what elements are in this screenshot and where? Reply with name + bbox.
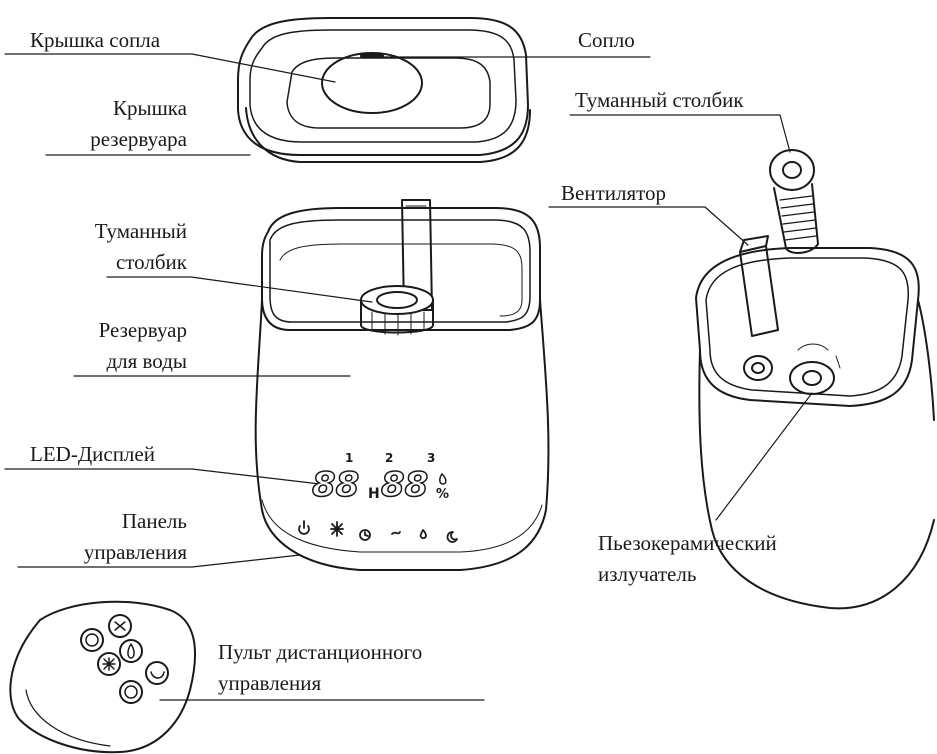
label-piezo-1: Пьезокерамический: [598, 530, 777, 556]
display-mode-letter: H: [368, 486, 380, 502]
label-mist-column-right: Туманный столбик: [575, 87, 744, 113]
mist-column-part: [770, 150, 818, 253]
sleep-icon: [447, 532, 457, 542]
label-mist-column-left-2: столбик: [116, 249, 187, 275]
label-control-panel-2: управления: [84, 539, 187, 565]
tank-cover: [238, 18, 530, 162]
remote-fan-button: [109, 615, 131, 637]
led-display: 88 H 88 % 1 2 3: [312, 451, 449, 505]
label-water-tank-2: для воды: [106, 348, 187, 374]
label-remote-2: управления: [218, 670, 321, 696]
remote-humidity-button: [120, 640, 142, 662]
label-tank-cover-1: Крышка: [113, 95, 187, 121]
label-fan: Вентилятор: [561, 180, 666, 206]
display-level-3: 3: [427, 451, 435, 465]
remote-timer-button: [81, 629, 103, 651]
display-digits-right: 88: [381, 465, 428, 505]
display-digits-left: 88: [312, 465, 359, 505]
nozzle-cover: [322, 53, 422, 113]
label-tank-cover-2: резервуара: [90, 126, 187, 152]
remote-sleep-button: [146, 662, 168, 684]
timer-icon: [360, 530, 370, 540]
remote-control: [10, 602, 195, 752]
mist-level-icon: [331, 522, 343, 536]
label-remote-1: Пульт дистанционного: [218, 639, 422, 665]
label-water-tank-1: Резервуар: [99, 317, 187, 343]
label-nozzle-cover: Крышка сопла: [30, 27, 160, 53]
label-control-panel-1: Панель: [122, 508, 187, 534]
label-piezo-2: излучатель: [598, 561, 696, 587]
remote-power-button: [120, 681, 142, 703]
display-drop-icon: [440, 474, 446, 484]
power-icon: [299, 521, 309, 534]
humidity-icon: [421, 530, 426, 538]
display-percent: %: [436, 487, 449, 502]
remote-mist-button: [98, 653, 120, 675]
label-mist-column-left-1: Туманный: [95, 218, 187, 244]
water-tank: [256, 208, 549, 570]
fan-speed-icon: [392, 532, 400, 534]
label-led-display: LED-Дисплей: [30, 441, 155, 467]
display-level-2: 2: [385, 451, 393, 465]
label-nozzle: Сопло: [578, 27, 635, 53]
display-level-1: 1: [345, 451, 353, 465]
control-panel: [299, 521, 457, 542]
